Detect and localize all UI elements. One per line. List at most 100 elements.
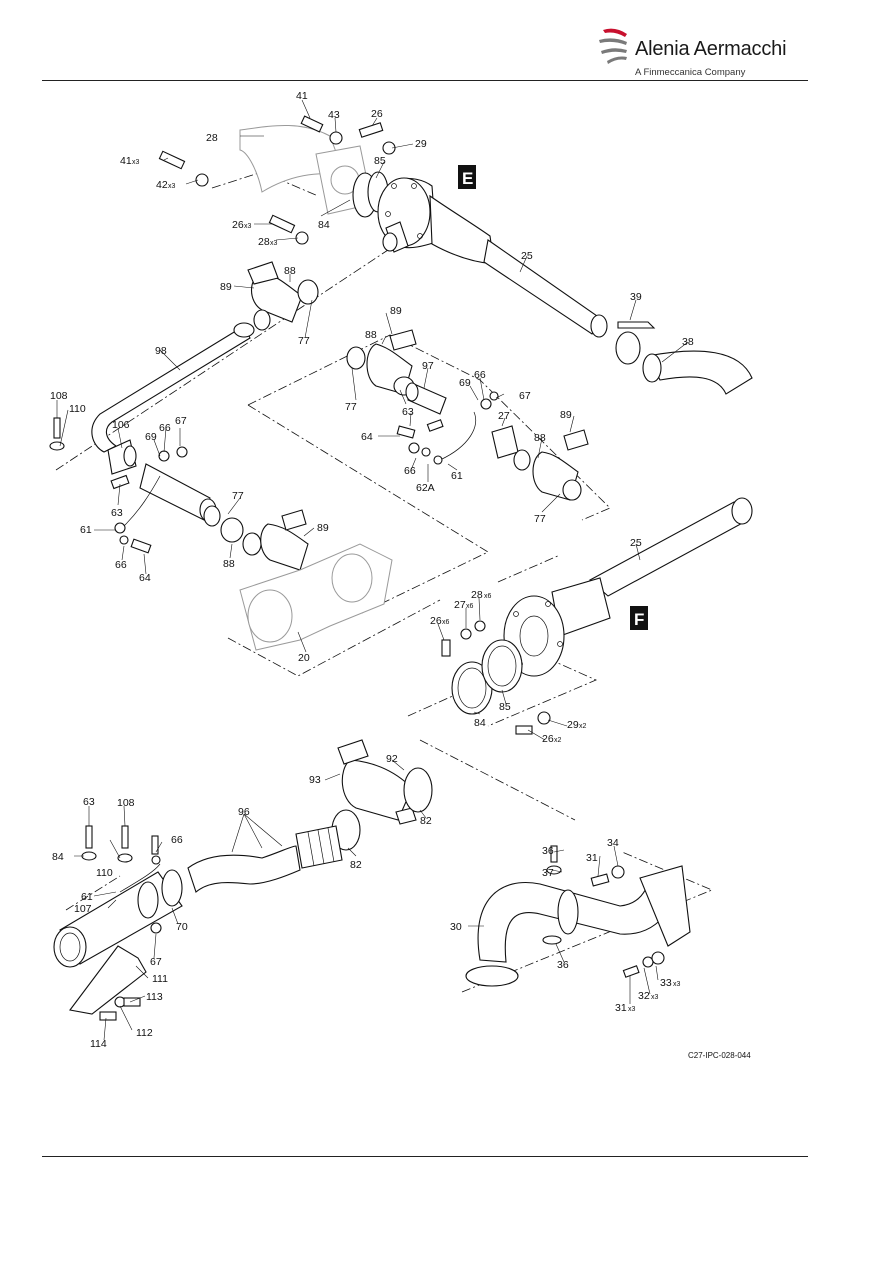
view-e-label: E — [462, 169, 473, 188]
callout-37: 37 — [542, 867, 554, 879]
callout-28-f: 28 — [471, 589, 483, 601]
callout-28-qty: 28 — [258, 236, 270, 248]
hose-98 — [91, 322, 255, 453]
bolts-e — [158, 115, 396, 245]
callout-36-lower: 36 — [557, 959, 569, 971]
callout-89-center: 89 — [390, 305, 402, 317]
callout-41: 41 — [296, 90, 308, 102]
brand-tagline: A Finmeccanica Company — [635, 67, 746, 78]
duct-70 — [53, 869, 183, 968]
swoosh-icon — [599, 28, 627, 64]
duct-25-upper — [377, 177, 608, 338]
clamp-92-93 — [331, 739, 433, 851]
view-f-marker — [630, 606, 648, 630]
callout-30: 30 — [450, 921, 462, 933]
sensor-harness — [396, 391, 499, 465]
qty-31: x3 — [628, 1006, 636, 1013]
qty-26: x3 — [244, 223, 252, 230]
clamp-88-89-center — [346, 329, 417, 396]
callout-89: 89 — [220, 281, 232, 293]
callout-108: 108 — [50, 390, 68, 402]
callout-113: 113 — [146, 991, 163, 1003]
clamp-88-89-mid — [260, 509, 309, 571]
clamp-39 — [615, 321, 656, 365]
gasket-85-upper — [352, 171, 389, 218]
callout-31-qty: 31 — [615, 1002, 627, 1014]
boot-96 — [295, 825, 343, 869]
callout-67: 67 — [519, 390, 531, 402]
callout-84: 84 — [318, 219, 330, 231]
callout-84-f: 84 — [474, 717, 486, 729]
duct-lower-left — [139, 463, 262, 556]
callout-43: 43 — [328, 109, 340, 121]
callout-64-left: 64 — [139, 572, 151, 584]
callout-26-f: 26 — [430, 615, 442, 627]
callout-25-lower: 25 — [630, 537, 642, 549]
callout-77-center: 77 — [345, 401, 357, 413]
fitting-27 — [491, 425, 531, 471]
view-f-label: F — [634, 610, 644, 629]
footer-rule — [42, 1156, 808, 1157]
callout-28: 28 — [206, 132, 218, 144]
callout-66-lower: 66 — [115, 559, 127, 571]
clamp-88-89-upper — [247, 261, 319, 331]
qty-32: x3 — [651, 994, 659, 1001]
duct-28-ghost — [239, 125, 373, 215]
callout-85-f: 85 — [499, 701, 511, 713]
qty-42: x3 — [168, 183, 176, 190]
callout-34: 34 — [607, 837, 619, 849]
callout-42-qty: 42 — [156, 179, 168, 191]
callout-85: 85 — [374, 155, 386, 167]
callout-77-right: 77 — [534, 513, 546, 525]
callout-107: 107 — [74, 903, 92, 915]
callout-108-lower: 108 — [117, 797, 135, 809]
callout-88-left: 88 — [223, 558, 235, 570]
callout-63-lower: 63 — [83, 796, 95, 808]
callout-77: 77 — [298, 335, 310, 347]
callout-92: 92 — [386, 753, 398, 765]
duct-30 — [465, 865, 691, 987]
bracket-111 — [69, 945, 147, 1015]
callout-39: 39 — [630, 291, 642, 303]
callout-66-center: 66 — [404, 465, 416, 477]
connector-106 — [107, 439, 137, 475]
qty-26-lower: x2 — [554, 737, 562, 744]
callout-82: 82 — [420, 815, 432, 827]
qty-29: x2 — [579, 723, 587, 730]
callout-66-left: 66 — [159, 422, 171, 434]
callout-32-qty: 32 — [638, 990, 650, 1002]
callout-38: 38 — [682, 336, 694, 348]
callout-110-lower: 110 — [96, 867, 113, 879]
leader-lines — [56, 99, 689, 1041]
callout-27-f: 27 — [454, 599, 466, 611]
callout-111: 111 — [152, 973, 168, 985]
callout-67-left: 67 — [175, 415, 187, 427]
callout-82-lower: 82 — [350, 859, 362, 871]
hose-96 — [187, 845, 301, 893]
callout-29-qty: 29 — [567, 719, 579, 731]
callout-62a: 62A — [416, 482, 435, 494]
callout-84-lower: 84 — [52, 851, 64, 863]
view-e-marker — [458, 165, 476, 189]
callout-26-qty: 26 — [232, 219, 244, 231]
callout-106: 106 — [112, 419, 130, 431]
callout-29: 29 — [415, 138, 427, 150]
manifold-20-ghost — [239, 543, 393, 651]
callout-89-right: 89 — [560, 409, 572, 421]
callout-33-qty: 33 — [660, 977, 672, 989]
callout-31: 31 — [586, 852, 598, 864]
callout-36: 36 — [542, 845, 554, 857]
callout-63: 63 — [402, 406, 414, 418]
callout-88-right: 88 — [534, 432, 546, 444]
callout-88: 88 — [284, 265, 296, 277]
brand-name: Alenia Aermacchi — [635, 38, 787, 60]
callout-96: 96 — [238, 806, 250, 818]
callout-63-left: 63 — [111, 507, 123, 519]
callout-97: 97 — [422, 360, 434, 372]
callout-70: 70 — [176, 921, 188, 933]
callout-112: 112 — [136, 1027, 153, 1039]
callout-26-qty-lower: 26 — [542, 733, 554, 745]
header-rule — [42, 80, 808, 81]
qty-33: x3 — [673, 981, 681, 988]
